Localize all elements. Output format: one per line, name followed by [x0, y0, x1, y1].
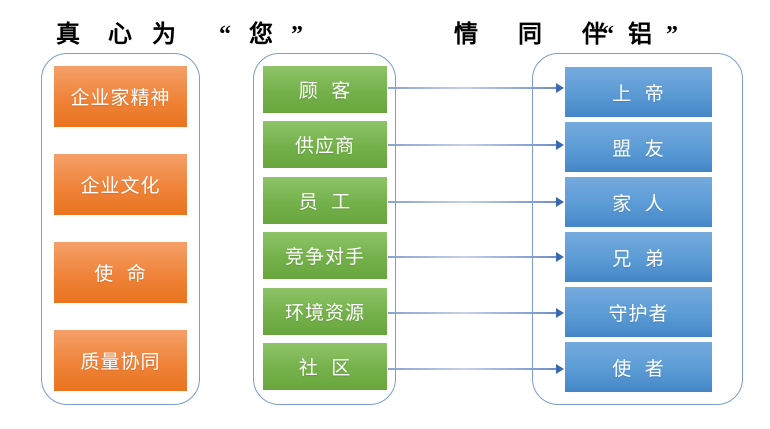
- arrow-head-icon: [556, 83, 564, 93]
- roles-panel: 上 帝 盟 友 家 人 兄 弟 守护者 使 者: [532, 53, 743, 405]
- role-box-god: 上 帝: [565, 67, 712, 117]
- arrow-head-icon: [556, 140, 564, 150]
- values-panel: 企业家精神 企业文化 使 命 质量协同: [41, 53, 200, 405]
- value-box-mission: 使 命: [54, 242, 187, 303]
- arrow-line: [388, 256, 557, 258]
- value-box-entrepreneur-spirit: 企业家精神: [54, 66, 187, 127]
- arrow-line: [388, 312, 557, 314]
- arrow-head-icon: [556, 364, 564, 374]
- slide-title-segment-3: “ 您 ”: [219, 22, 309, 48]
- role-box-messenger: 使 者: [565, 342, 712, 392]
- stakeholder-box-customers: 顾 客: [263, 66, 387, 113]
- role-box-guardian: 守护者: [565, 287, 712, 337]
- role-box-family: 家 人: [565, 177, 712, 227]
- arrow-line: [388, 144, 557, 146]
- arrow-head-icon: [556, 252, 564, 262]
- slide-title-segment-4: 情 同 伴: [454, 22, 623, 48]
- slide-title-segment-2: 为: [152, 22, 176, 48]
- value-box-quality-synergy: 质量协同: [54, 330, 187, 391]
- arrow-head-icon: [556, 308, 564, 318]
- arrow-line: [388, 201, 557, 203]
- slide-title-segment-5: “ 铝 ”: [602, 22, 682, 48]
- role-box-ally: 盟 友: [565, 122, 712, 172]
- arrow-line: [388, 368, 557, 370]
- slide-title-segment-1: 真 心: [56, 22, 143, 48]
- stakeholder-box-environment: 环境资源: [263, 287, 387, 335]
- stakeholder-box-suppliers: 供应商: [263, 121, 387, 169]
- stakeholder-box-employees: 员 工: [263, 176, 387, 224]
- stakeholder-box-competitors: 竞争对手: [263, 232, 387, 280]
- value-box-corporate-culture: 企业文化: [54, 154, 187, 215]
- arrow-line: [388, 87, 557, 89]
- stakeholders-panel: 顾 客 供应商 员 工 竞争对手 环境资源 社 区: [253, 53, 396, 405]
- stakeholder-box-community: 社 区: [263, 342, 387, 390]
- arrow-head-icon: [556, 197, 564, 207]
- role-box-brother: 兄 弟: [565, 232, 712, 282]
